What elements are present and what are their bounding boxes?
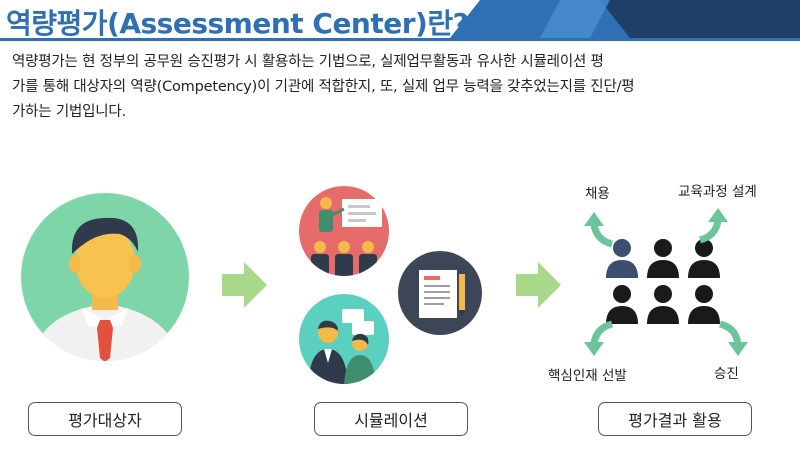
step-label-candidate: 평가대상자 [28,402,182,436]
document-pen-icon [398,251,482,335]
outcome-training: 교육과정 설계 [678,184,757,200]
talent-arrow-icon [584,320,614,356]
description-line-2: 가를 통해 대상자의 역량(Competency)이 기관에 적합한지, 또, … [12,79,635,95]
description-line-1: 역량평가는 현 정부의 공무원 승진평가 시 활용하는 기법으로, 실제업무활동… [12,54,604,70]
outcome-talent: 핵심인재 선발 [548,368,627,384]
header-divider [0,38,800,41]
flow-arrow-2 [516,262,561,308]
people-group-icon [606,239,720,324]
discussion-icon [299,294,389,384]
outcome-hiring: 채용 [585,186,610,202]
outcome-promotion: 승진 [714,366,739,382]
description-line-3: 가하는 기법입니다. [12,104,126,120]
description-text: 역량평가는 현 정부의 공무원 승진평가 시 활용하는 기법으로, 실제업무활동… [12,50,788,125]
hiring-arrow-icon [584,212,614,248]
candidate-avatar-icon [21,193,189,361]
step-label-result-usage: 평가결과 활용 [598,402,752,436]
step-label-simulation: 시뮬레이션 [314,402,468,436]
presentation-icon [299,186,389,276]
page-title: 역량평가(Assessment Center)란? [6,7,469,40]
flow-arrow-1 [222,262,267,308]
promotion-arrow-icon [718,320,748,356]
training-arrow-icon [698,208,728,244]
header-bar [450,0,800,38]
